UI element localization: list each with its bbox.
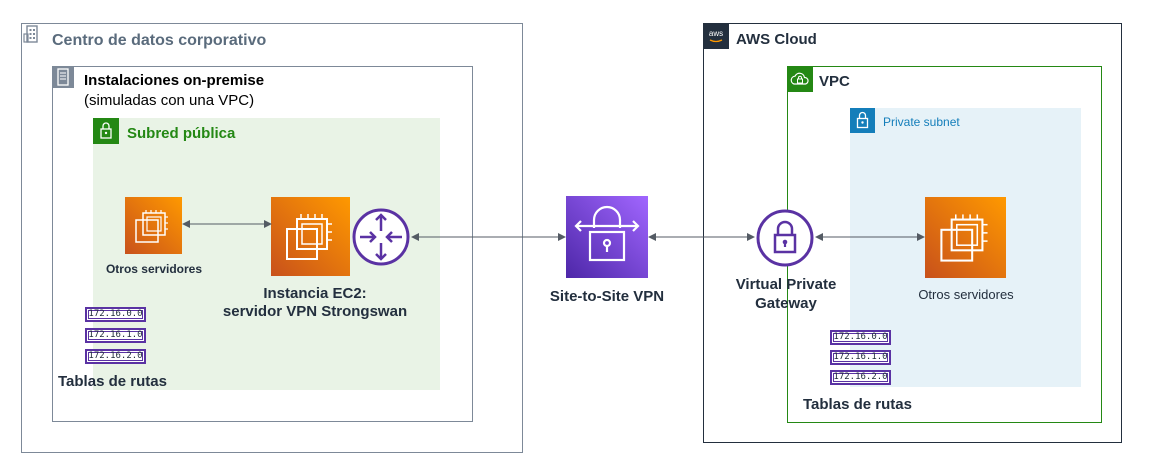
onprem-title: Instalaciones on-premise: [84, 72, 265, 89]
vpn-label: Site-to-Site VPN: [549, 288, 665, 305]
aws-servers-label: Otros servidores: [918, 287, 1014, 302]
onprem-servers-label: Otros servidores: [105, 262, 203, 276]
vpc-title: VPC: [819, 73, 850, 90]
aws-servers-ec2-icon: [925, 197, 1006, 278]
private-subnet-title: Private subnet: [883, 115, 960, 129]
onprem-route-entry: 172.16.0.0: [85, 307, 146, 322]
router-icon: [351, 207, 411, 267]
aws-route-entry: 172.16.1.0: [830, 350, 891, 365]
onprem-route-entry: 172.16.2.0: [85, 349, 146, 364]
svg-text:aws: aws: [709, 29, 723, 38]
onprem-subtitle: (simuladas con una VPC): [84, 92, 255, 109]
virtual-private-gateway-icon: [755, 208, 815, 268]
aws-logo-icon: aws: [703, 23, 729, 49]
cloud-lock-icon: [787, 66, 813, 92]
aws-route-entry: 172.16.2.0: [830, 370, 891, 385]
server-rack-icon: [52, 66, 74, 88]
onprem-route-tables-title: Tablas de rutas: [58, 373, 167, 390]
ec2-instance-label-line1: Instancia EC2:: [263, 285, 367, 302]
site-to-site-vpn-icon: [566, 196, 648, 278]
corporate-datacenter-title: Centro de datos corporativo: [52, 32, 267, 49]
building-icon: [21, 23, 43, 45]
aws-route-tables-title: Tablas de rutas: [803, 396, 912, 413]
onprem-group: [52, 66, 473, 422]
lock-icon: [850, 108, 875, 133]
ec2-instance-icon: [271, 197, 350, 276]
aws-route-entry: 172.16.0.0: [830, 330, 891, 345]
onprem-servers-ec2-icon: [125, 197, 182, 254]
vpg-label-line1: Virtual Private: [735, 276, 837, 293]
ec2-instance-label-line2: servidor VPN Strongswan: [222, 303, 408, 320]
public-subnet-title: Subred pública: [127, 125, 236, 142]
aws-cloud-title: AWS Cloud: [736, 31, 817, 48]
lock-icon: [93, 118, 119, 144]
vpg-label-line2: Gateway: [755, 295, 817, 312]
onprem-route-entry: 172.16.1.0: [85, 328, 146, 343]
